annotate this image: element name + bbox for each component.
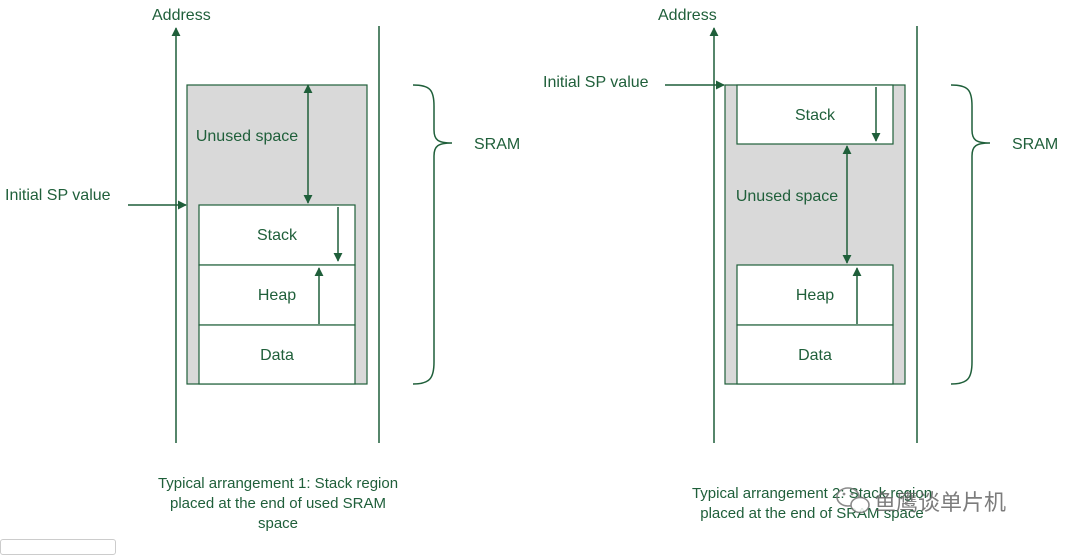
caption-line-2: placed at the end of used SRAM (170, 495, 386, 512)
sram-brace (950, 84, 991, 385)
heap-label: Heap (258, 287, 296, 304)
watermark-text: 鱼鹰谈单片机 (874, 491, 1006, 516)
arrangement-2: Address Stack Unused space Heap Data Ini… (543, 7, 1058, 522)
stack-block (198, 204, 356, 266)
stack-block (736, 84, 894, 145)
stack-label: Stack (257, 227, 298, 244)
data-label: Data (798, 347, 832, 364)
initial-sp-label: Initial SP value (543, 74, 649, 91)
stack-label: Stack (795, 107, 836, 124)
sram-brace (412, 84, 453, 385)
caption-line-3: space (258, 515, 298, 532)
watermark: 鱼鹰谈单片机 (836, 487, 1006, 516)
data-block (198, 324, 356, 385)
initial-sp-label: Initial SP value (5, 187, 111, 204)
arrangement-1: Address Unused space Stack Heap Data Ini… (5, 7, 520, 532)
caption-line-1: Typical arrangement 1: Stack region (158, 475, 398, 492)
caption-line-1: Typical arrangement 2: Stack region (692, 485, 932, 502)
data-label: Data (260, 347, 294, 364)
address-label: Address (658, 7, 717, 24)
unused-space-label: Unused space (196, 128, 298, 145)
sram-label: SRAM (474, 136, 520, 153)
heap-label: Heap (796, 287, 834, 304)
data-block (736, 324, 894, 385)
heap-block (198, 264, 356, 326)
heap-block (736, 264, 894, 326)
address-label: Address (152, 7, 211, 24)
bottom-left-tab-stub (0, 539, 116, 555)
sram-label: SRAM (1012, 136, 1058, 153)
unused-space-label: Unused space (736, 188, 838, 205)
wechat-icon (836, 487, 870, 514)
